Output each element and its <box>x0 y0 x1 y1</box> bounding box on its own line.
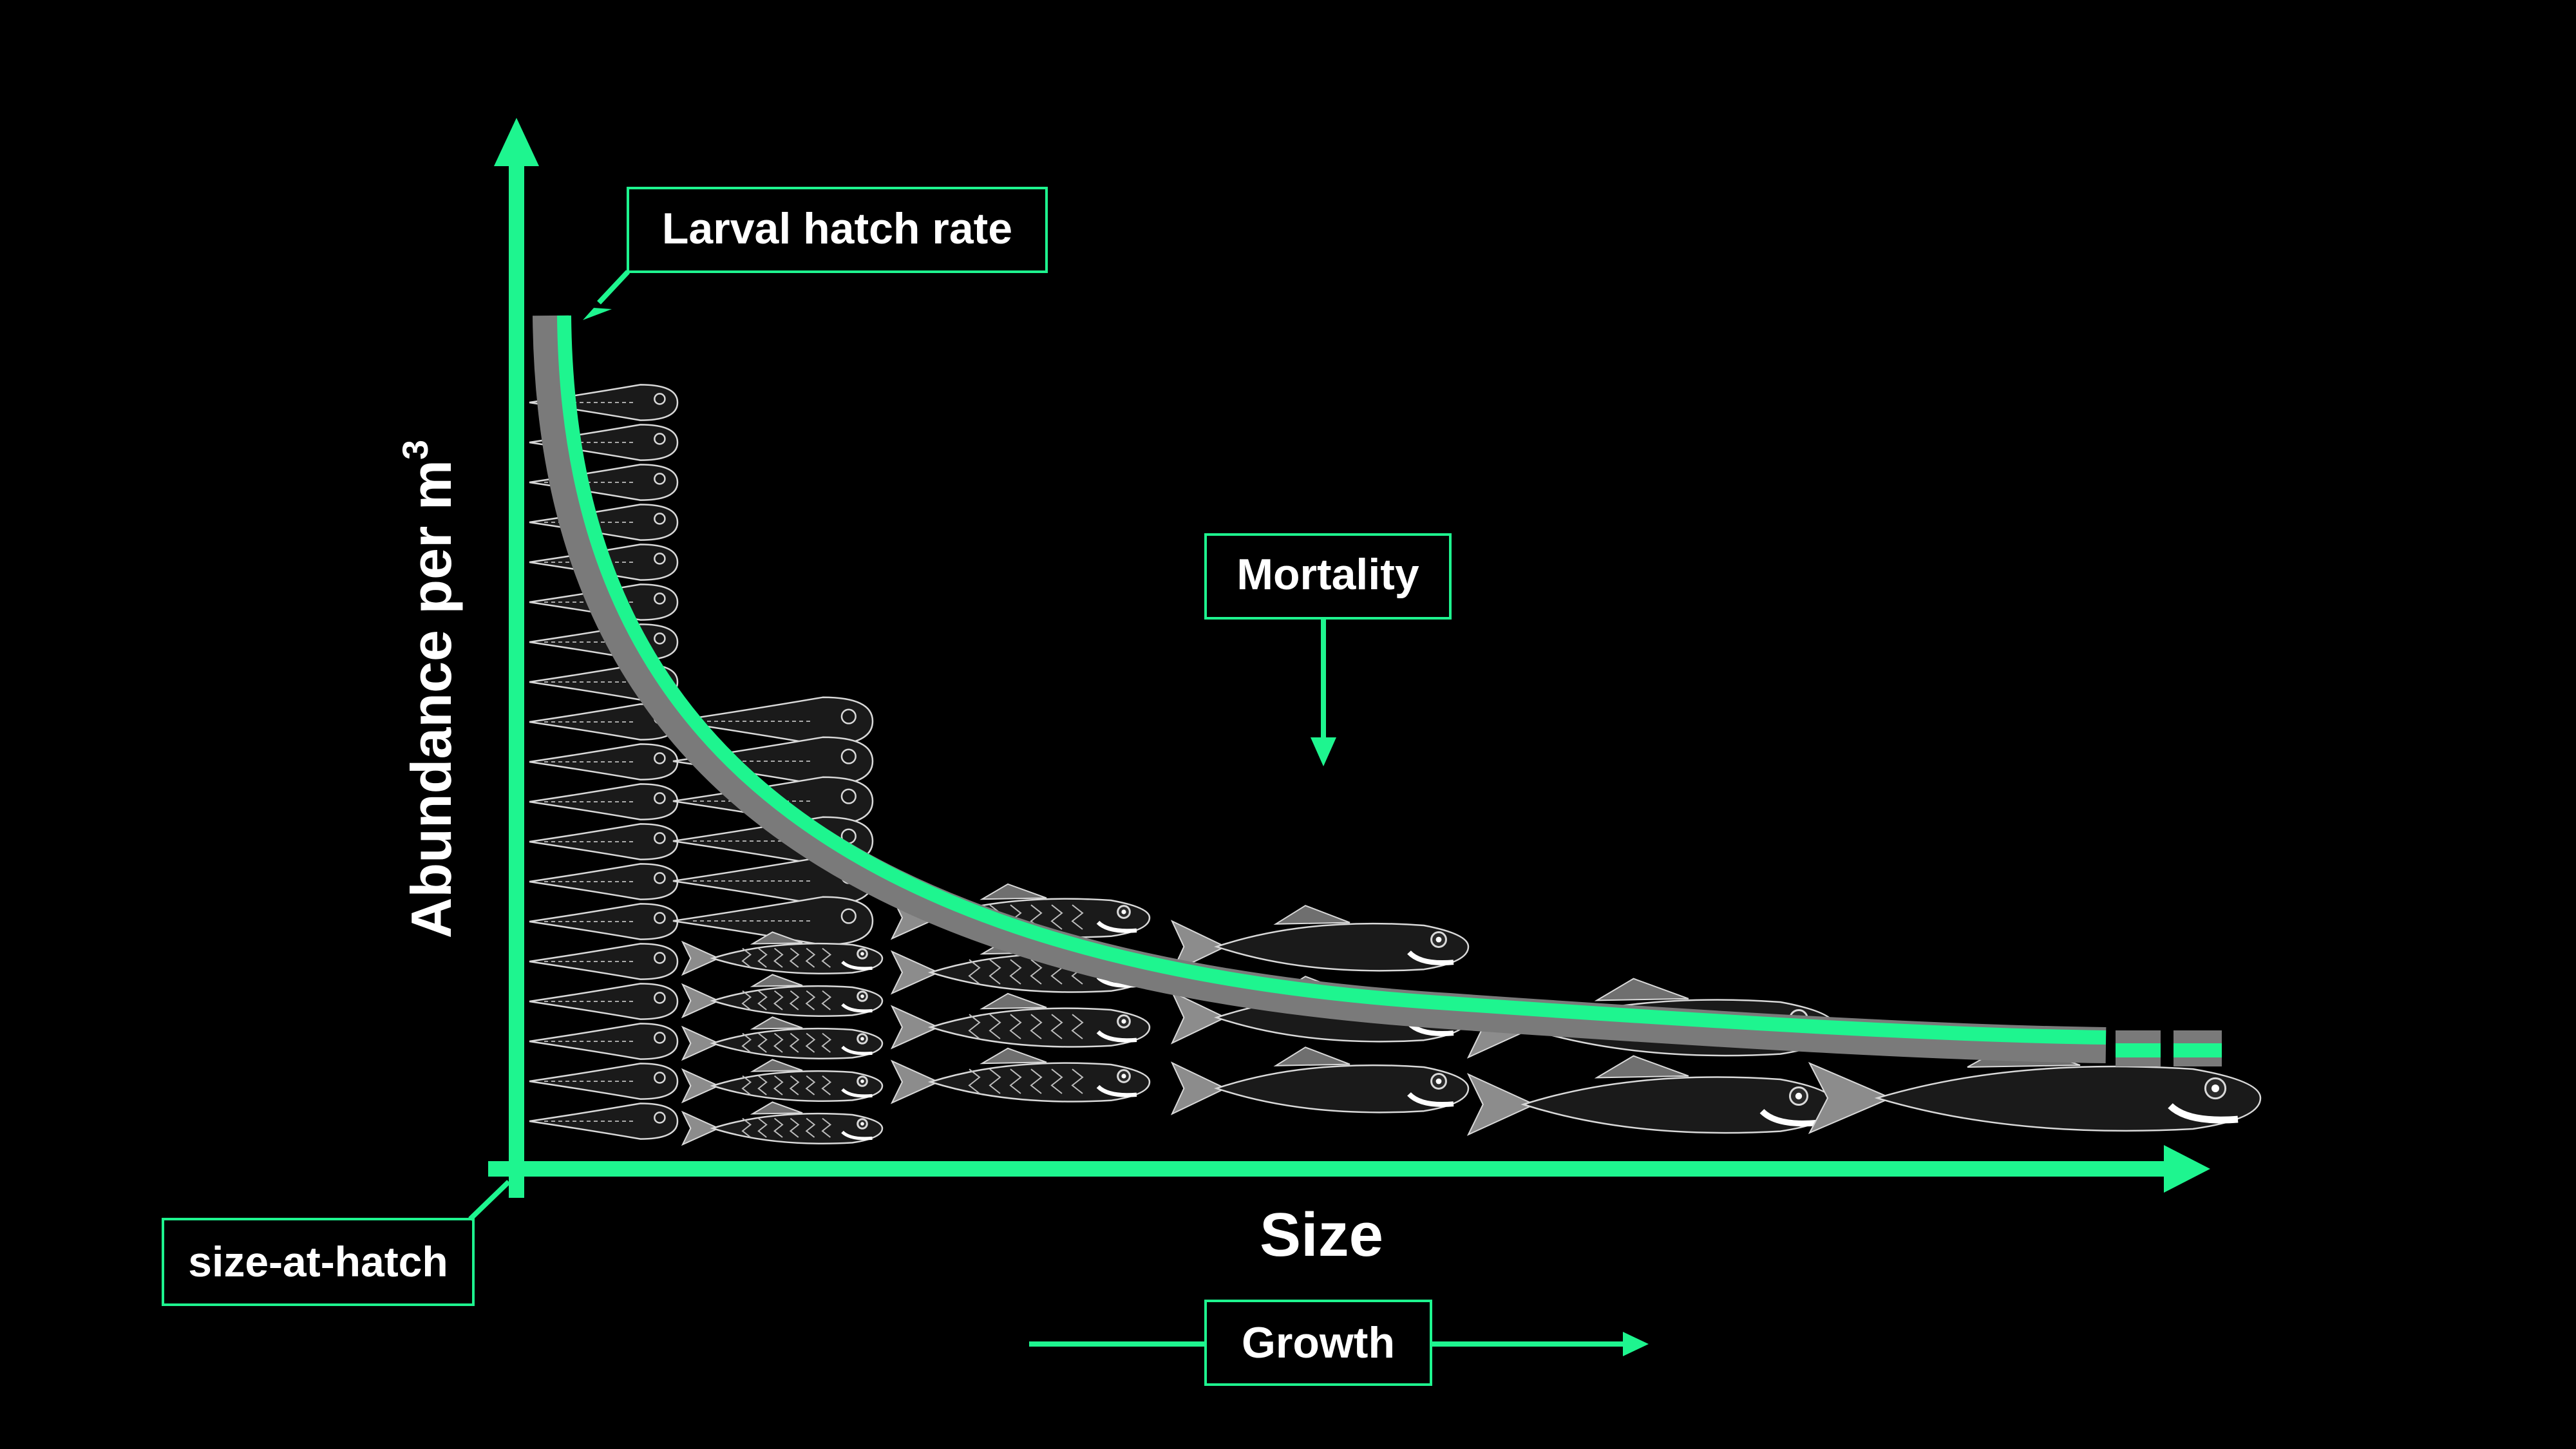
y-axis-title-text: Abundance per m <box>399 460 463 938</box>
fish-juvenile <box>681 931 884 976</box>
mortality-callout: Mortality <box>1204 533 1452 766</box>
fish-larva <box>529 943 679 980</box>
arrow-right-icon <box>2164 1145 2210 1193</box>
fish-juvenile <box>681 1016 884 1061</box>
hatch-rate-callout: Larval hatch rate <box>583 187 1048 320</box>
y-axis <box>494 118 539 1198</box>
size-at-hatch-box <box>162 1218 475 1306</box>
curve-line <box>557 315 2107 1045</box>
fish-larva <box>529 1103 679 1140</box>
size-at-hatch-label: size-at-hatch <box>188 1238 448 1285</box>
fish-juvenile <box>681 974 884 1019</box>
hatch-rate-pointer <box>597 270 630 305</box>
size-at-hatch-pointer <box>468 1180 511 1221</box>
y-axis-title-superscript: 3 <box>395 440 435 460</box>
curve-shadow <box>533 315 2107 1063</box>
fish-juvenile <box>1170 905 1470 974</box>
fish-juvenile <box>1466 1055 1837 1136</box>
arrow-right-icon <box>1623 1332 1649 1356</box>
fish-larva <box>672 736 874 786</box>
size-at-hatch-callout: size-at-hatch <box>162 1180 511 1306</box>
fish-larva <box>529 903 679 940</box>
mortality-label: Mortality <box>1236 550 1419 599</box>
growth-box <box>1204 1300 1432 1386</box>
fish-larva <box>672 896 874 946</box>
fish-larva <box>529 783 679 820</box>
mortality-box <box>1204 533 1452 620</box>
fish-juvenile <box>890 1047 1151 1104</box>
growth-label: Growth <box>1242 1318 1395 1367</box>
growth-callout: Growth <box>1029 1300 1649 1386</box>
arrow-down-left-icon <box>583 295 612 320</box>
fish-larva <box>529 983 679 1020</box>
x-axis-title: Size <box>1260 1200 1383 1269</box>
curve-dash <box>2116 1043 2161 1057</box>
svg-text:Abundance per m3: Abundance per m3 <box>395 440 463 938</box>
fish-larva <box>529 823 679 860</box>
y-axis-title: Abundance per m3 <box>395 440 463 938</box>
fish-larva <box>529 743 679 781</box>
hatch-rate-box <box>627 187 1048 273</box>
fish-larva <box>529 1063 679 1100</box>
curve-dash <box>2174 1043 2222 1057</box>
fish-juvenile <box>1170 1046 1470 1115</box>
fish-juvenile <box>681 1101 884 1146</box>
x-axis <box>488 1145 2210 1193</box>
arrow-up-icon <box>494 118 539 166</box>
fish-larva <box>529 384 679 421</box>
fish-larva <box>529 863 679 900</box>
abundance-curve <box>533 315 2222 1066</box>
hatch-rate-label: Larval hatch rate <box>662 204 1012 253</box>
fish-larva <box>529 504 679 541</box>
fish-juvenile <box>890 992 1151 1050</box>
fish-larva <box>529 1023 679 1060</box>
fish-juvenile <box>681 1059 884 1104</box>
fish-larva <box>672 696 874 746</box>
arrow-down-icon <box>1311 737 1336 766</box>
